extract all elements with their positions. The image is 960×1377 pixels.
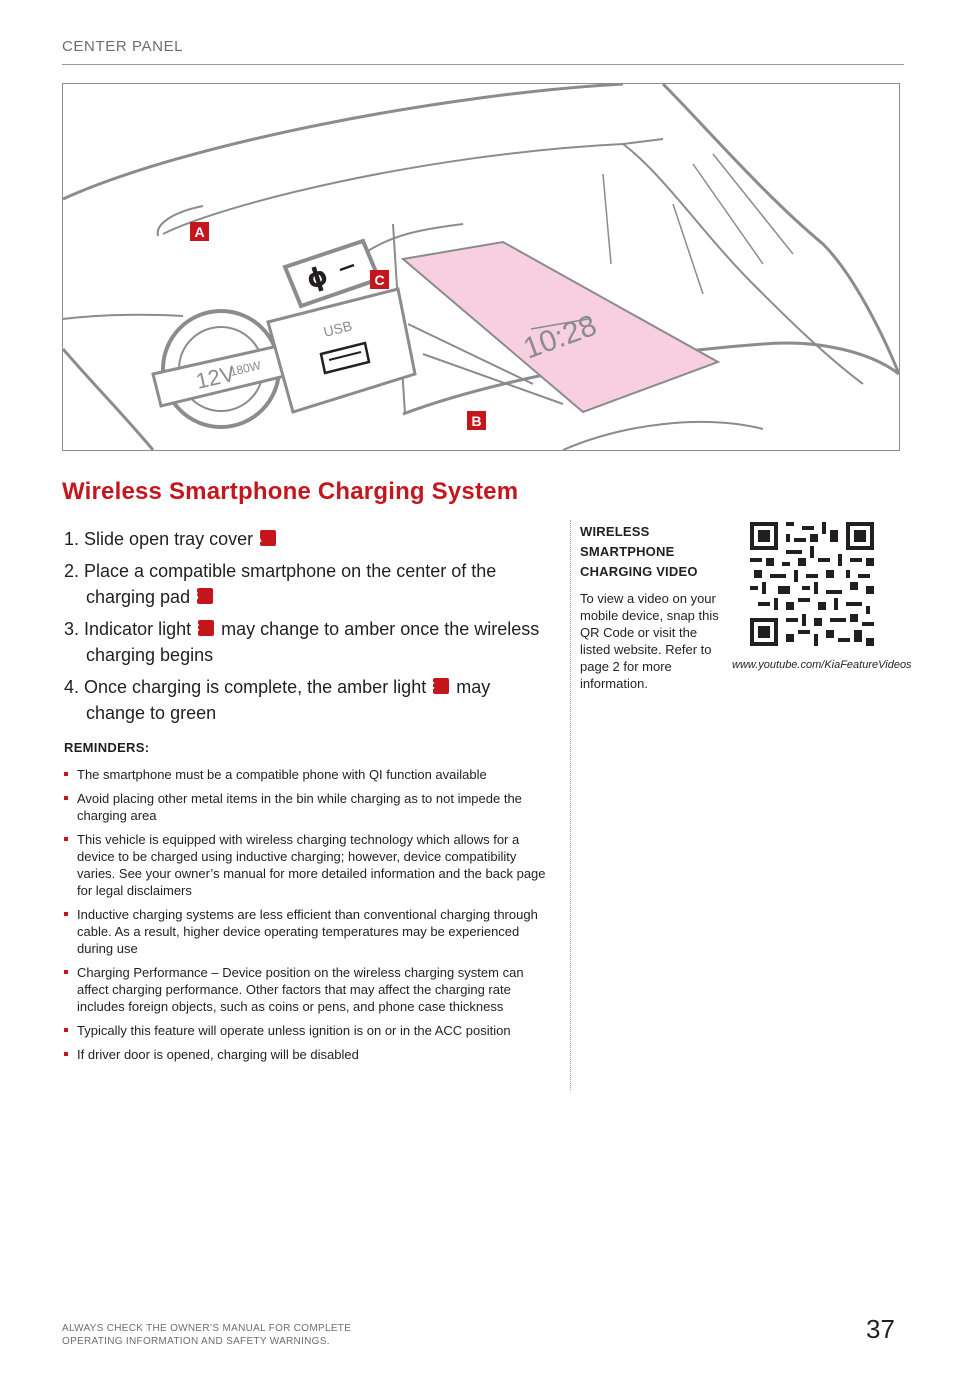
callout-b-label: B <box>471 413 481 429</box>
usb-port: USB <box>266 287 417 414</box>
reminders-list: The smartphone must be a compatible phon… <box>64 766 550 1070</box>
callout-a-label: A <box>194 224 204 240</box>
section-header: CENTER PANEL <box>62 38 184 55</box>
phone-on-pad: 10:28 <box>400 240 721 414</box>
callout-a: A <box>190 222 209 241</box>
reminder-item: Typically this feature will operate unle… <box>64 1022 550 1039</box>
video-info: WIRELESS SMARTPHONE CHARGING VIDEO To vi… <box>580 522 722 692</box>
column-divider <box>570 520 571 1090</box>
callout-badge: A <box>252 530 277 546</box>
callout-badge: B <box>189 588 214 604</box>
video-description: To view a video on your mobile device, s… <box>580 591 719 691</box>
step-number: 1. <box>64 529 80 549</box>
step-item: 1. Slide open tray cover A <box>64 526 544 552</box>
step-number: 4. <box>64 677 80 697</box>
step-item: 3. Indicator light C may change to amber… <box>64 616 544 668</box>
step-text: Indicator light <box>84 619 192 639</box>
power-outlet: 12V 180W <box>151 309 287 429</box>
section-title: Wireless Smartphone Charging System <box>62 478 519 505</box>
reminder-item: Inductive charging systems are less effi… <box>64 906 550 957</box>
callout-c: C <box>370 270 389 289</box>
usb-label: USB <box>322 317 354 339</box>
video-title: WIRELESS SMARTPHONE CHARGING VIDEO <box>580 524 698 579</box>
center-console-illustration: 10:28 ϕ 12V 180W USB A B <box>62 83 900 451</box>
reminder-item: Charging Performance – Device position o… <box>64 964 550 1015</box>
step-text: Slide open tray cover <box>84 529 254 549</box>
reminder-item: Avoid placing other metal items in the b… <box>64 790 550 824</box>
step-text-continued: may change to green <box>86 677 491 723</box>
header-rule <box>62 64 904 65</box>
step-text-continued: may change to amber once the wireless ch… <box>86 619 540 665</box>
step-item: 4. Once charging is complete, the amber … <box>64 674 544 726</box>
qr-code[interactable] <box>750 522 874 646</box>
reminders-heading: REMINDERS: <box>64 740 150 755</box>
page-number: 37 <box>866 1314 895 1344</box>
step-number: 3. <box>64 619 80 639</box>
step-item: 2. Place a compatible smartphone on the … <box>64 558 544 610</box>
reminder-item: If driver door is opened, charging will … <box>64 1046 550 1063</box>
reminder-item: This vehicle is equipped with wireless c… <box>64 831 550 899</box>
charging-indicator: ϕ <box>282 238 382 309</box>
callout-b: B <box>467 411 486 430</box>
step-text: Place a compatible smartphone on the cen… <box>84 561 497 607</box>
step-text: Once charging is complete, the amber lig… <box>84 677 427 697</box>
indicator-light-icon <box>339 263 355 272</box>
instruction-steps: 1. Slide open tray cover A 2. Place a co… <box>64 526 544 732</box>
callout-c-label: C <box>374 272 384 288</box>
callout-badge: C <box>426 678 450 694</box>
step-number: 2. <box>64 561 80 581</box>
reminder-item: The smartphone must be a compatible phon… <box>64 766 550 783</box>
video-url-link[interactable]: www.youtube.com/KiaFeatureVideos <box>732 659 912 671</box>
footer-warning: ALWAYS CHECK THE OWNER’S MANUAL FOR COMP… <box>62 1323 352 1347</box>
callout-badge: C <box>190 620 215 636</box>
